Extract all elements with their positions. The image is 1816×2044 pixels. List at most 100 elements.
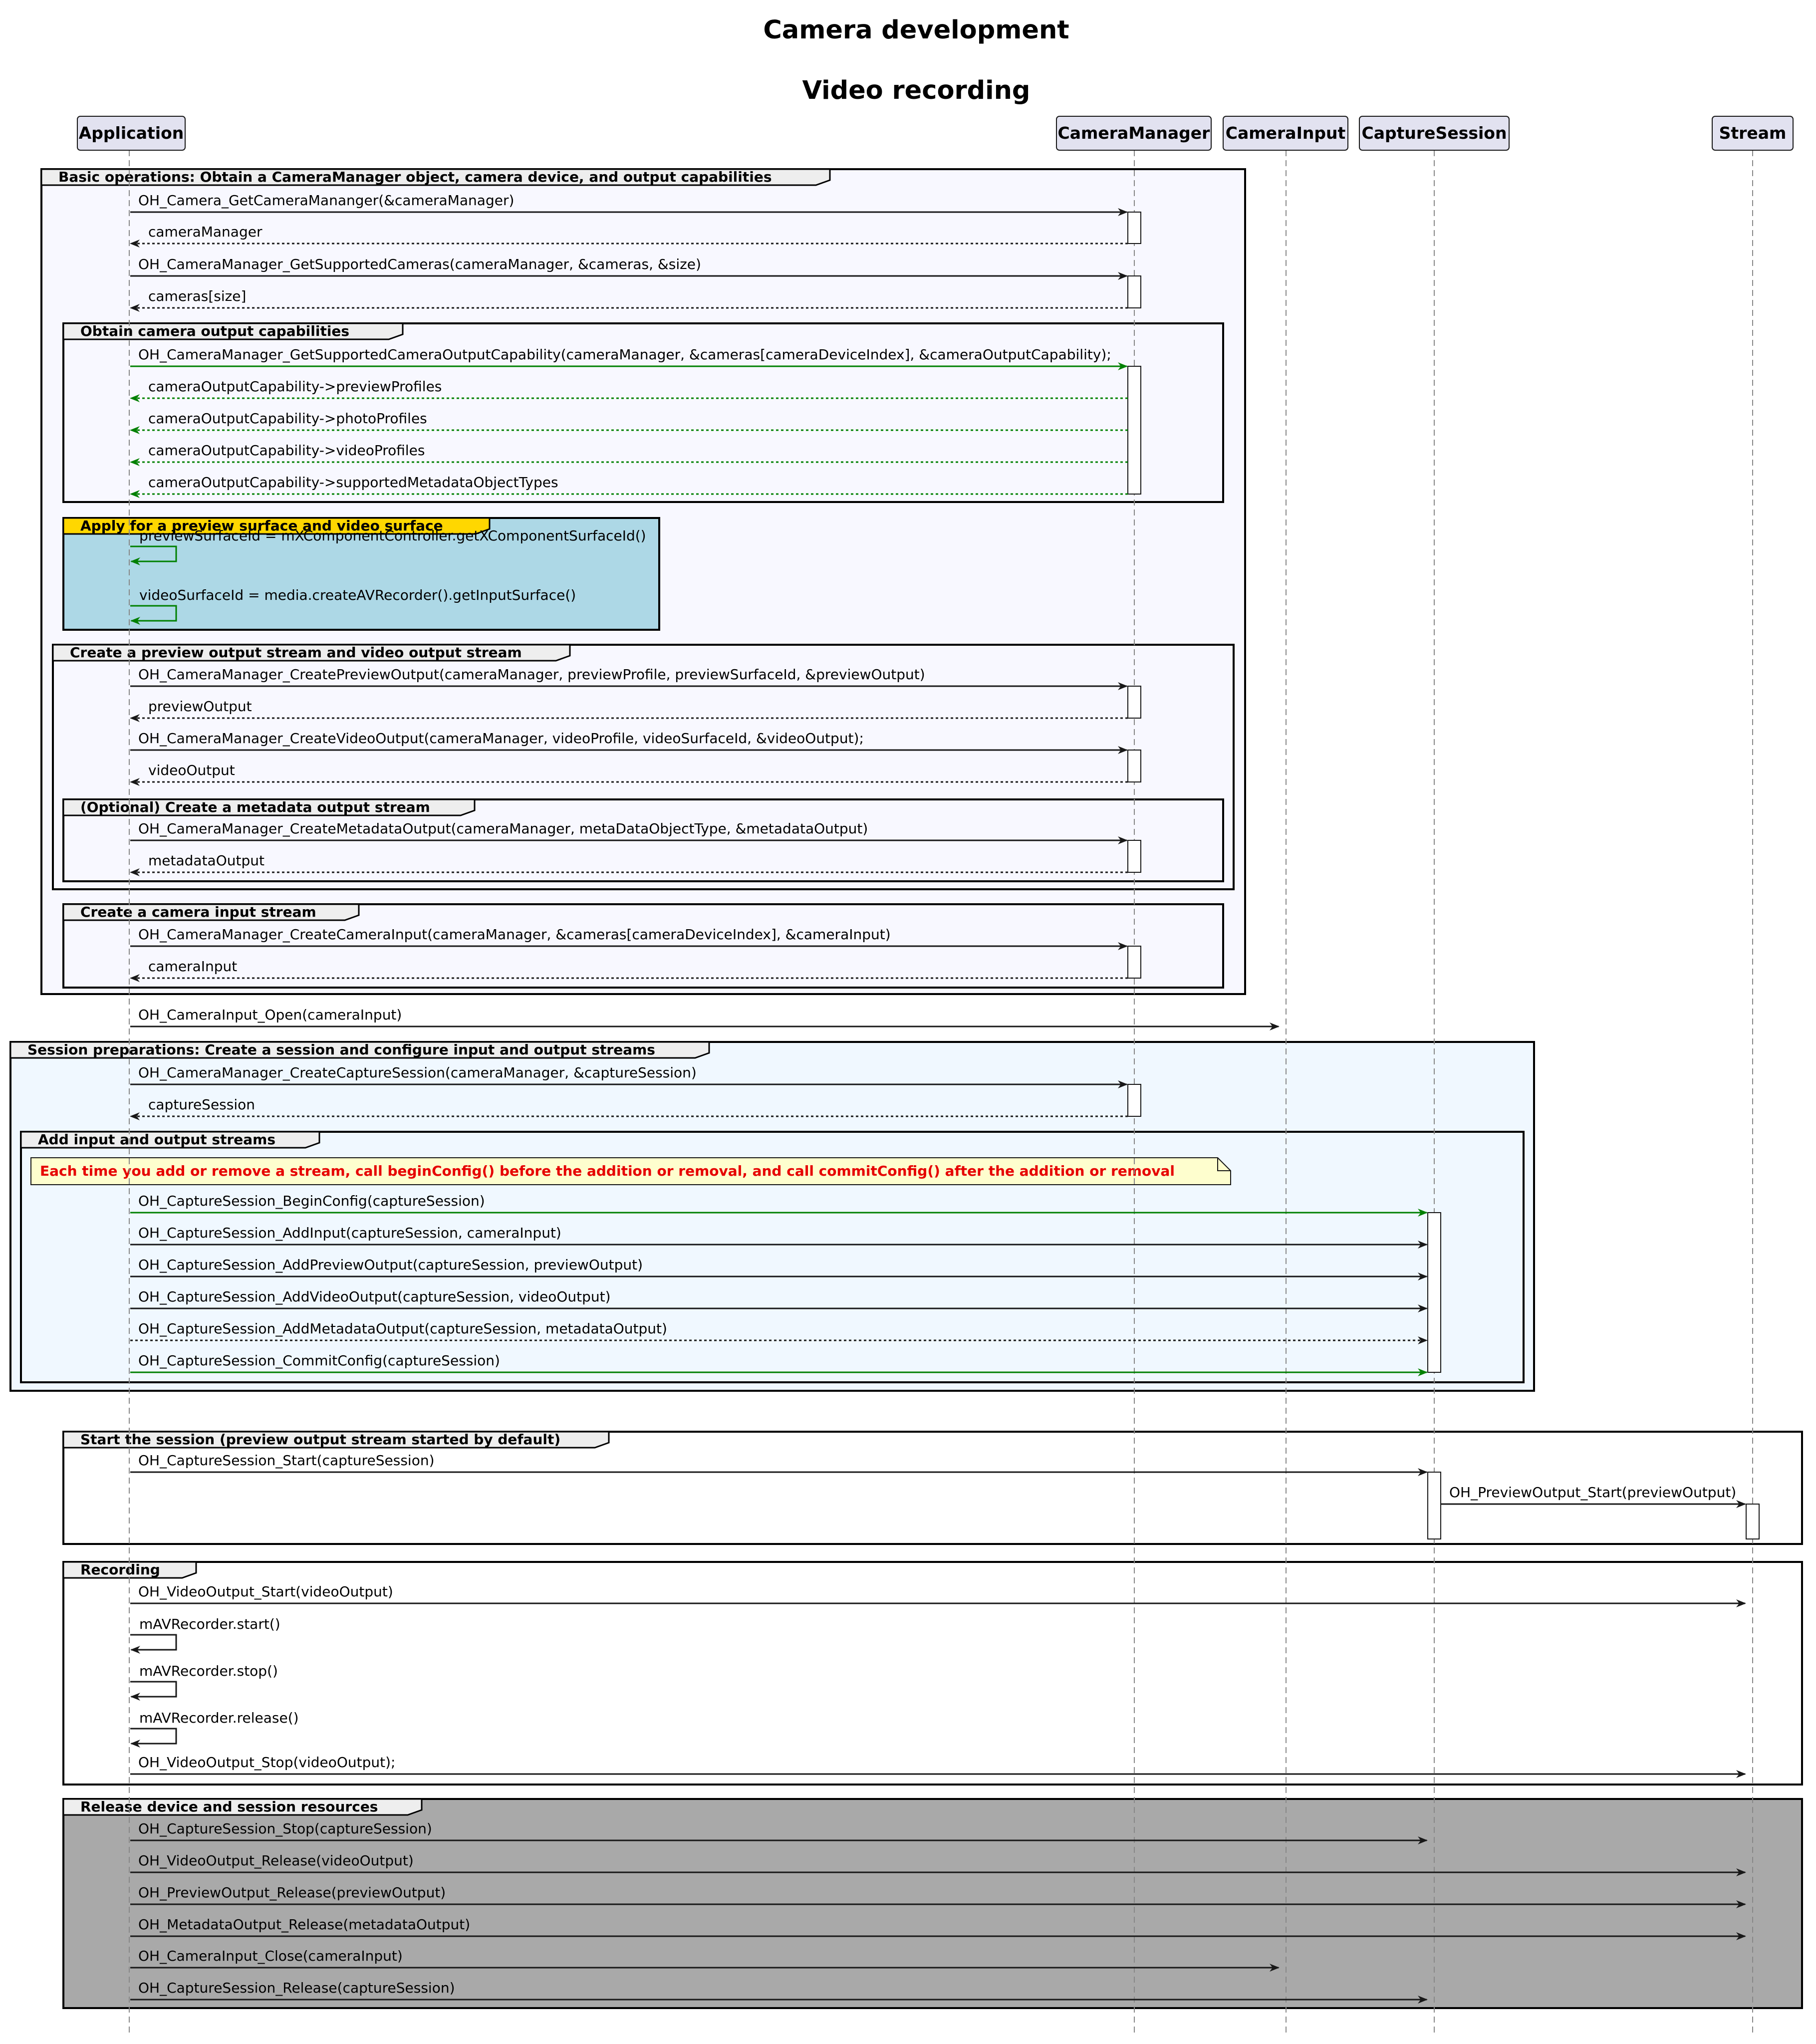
message-label: OH_CaptureSession_CommitConfig(captureSe… [138, 1352, 500, 1369]
group-frame [62, 1561, 1803, 1786]
message: OH_CaptureSession_Start(captureSession) [130, 1452, 1428, 1476]
message: cameras[size] [130, 288, 1128, 312]
activation-bar [1127, 212, 1141, 244]
message-label: OH_CaptureSession_BeginConfig(captureSes… [138, 1193, 485, 1209]
group-tab [52, 644, 571, 662]
message: OH_CameraInput_Close(cameraInput) [130, 1948, 1280, 1972]
message: OH_PreviewOutput_Release(previewOutput) [130, 1884, 1746, 1908]
message-label: cameraOutputCapability->previewProfiles [148, 378, 442, 395]
message: previewOutput [130, 698, 1128, 722]
activation-bar [1127, 750, 1141, 782]
group-label: (Optional) Create a metadata output stre… [80, 799, 430, 815]
message-label: OH_CameraManager_CreateCameraInput(camer… [138, 926, 891, 943]
participant-label: Application [79, 123, 184, 143]
group-label: Create a preview output stream and video… [70, 644, 522, 661]
message: cameraOutputCapability->previewProfiles [130, 378, 1128, 402]
diagram-title: Camera development [763, 15, 1069, 45]
message: OH_MetadataOutput_Release(metadataOutput… [130, 1916, 1746, 1940]
message-label: previewOutput [148, 698, 252, 715]
group-label: Recording [80, 1561, 160, 1578]
message-label: OH_CaptureSession_AddVideoOutput(capture… [138, 1288, 611, 1305]
message-label: OH_CaptureSession_Stop(captureSession) [138, 1820, 432, 1837]
message-label: OH_CameraManager_GetSupportedCameras(cam… [138, 256, 701, 272]
message: mAVRecorder.start() [130, 1616, 280, 1654]
self-message-arrow [130, 545, 177, 565]
message: OH_CameraManager_CreateCaptureSession(ca… [130, 1064, 1128, 1088]
message: captureSession [130, 1096, 1128, 1120]
message: OH_CaptureSession_CommitConfig(captureSe… [130, 1352, 1428, 1376]
message-label: OH_PreviewOutput_Release(previewOutput) [138, 1884, 446, 1901]
participant-cs [1359, 116, 1510, 151]
message-label: mAVRecorder.stop() [139, 1663, 278, 1679]
message-label: OH_CameraManager_CreateCaptureSession(ca… [138, 1064, 697, 1081]
message-label: previewSurfaceId = mXComponentController… [139, 527, 646, 544]
message: OH_VideoOutput_Release(videoOutput) [130, 1852, 1746, 1876]
message: OH_PreviewOutput_Start(previewOutput) [1441, 1484, 1746, 1508]
message: previewSurfaceId = mXComponentController… [130, 527, 646, 565]
participant-label: Stream [1719, 123, 1787, 143]
group-label: Apply for a preview surface and video su… [80, 517, 443, 534]
message-label: OH_VideoOutput_Release(videoOutput) [138, 1852, 414, 1869]
message-label: OH_CaptureSession_Start(captureSession) [138, 1452, 435, 1469]
note-box [30, 1157, 1231, 1185]
diagram-subtitle: Video recording [802, 76, 1031, 105]
message-label: OH_CameraInput_Open(cameraInput) [138, 1007, 402, 1023]
message-label: OH_CameraManager_GetSupportedCameraOutpu… [138, 346, 1111, 363]
activation-bar [1127, 275, 1141, 308]
group-tab [40, 168, 831, 186]
message: cameraInput [130, 958, 1128, 982]
group-tab [62, 798, 476, 816]
message: mAVRecorder.release() [130, 1710, 299, 1748]
message-label: OH_VideoOutput_Stop(videoOutput); [138, 1754, 395, 1771]
message-label: cameras[size] [148, 288, 246, 304]
message: cameraOutputCapability->videoProfiles [130, 442, 1128, 466]
message: OH_CameraManager_CreateVideoOutput(camer… [130, 730, 1128, 754]
activation-bar [1127, 1084, 1141, 1117]
message: OH_CaptureSession_AddVideoOutput(capture… [130, 1288, 1428, 1312]
participant-st [1712, 116, 1794, 151]
message: OH_CaptureSession_AddPreviewOutput(captu… [130, 1257, 1428, 1280]
message-label: OH_CameraManager_CreateMetadataOutput(ca… [138, 820, 868, 837]
message-label: videoSurfaceId = media.createAVRecorder(… [139, 587, 576, 603]
message-label: OH_MetadataOutput_Release(metadataOutput… [138, 1916, 470, 1933]
group-frame [62, 322, 1224, 503]
group-label: Basic operations: Obtain a CameraManager… [58, 169, 772, 185]
group-label: Start the session (preview output stream… [80, 1431, 560, 1448]
message: videoSurfaceId = media.createAVRecorder(… [130, 587, 576, 625]
group-frame [62, 517, 660, 631]
participant-cm [1056, 116, 1212, 151]
participant-app [77, 116, 186, 151]
activation-bar [1427, 1472, 1441, 1539]
group-label: Session preparations: Create a session a… [27, 1041, 655, 1058]
group-label: Add input and output streams [38, 1131, 275, 1148]
message: cameraOutputCapability->supportedMetadat… [130, 474, 1128, 498]
message-label: metadataOutput [148, 852, 264, 869]
message: OH_CaptureSession_AddMetadataOutput(capt… [130, 1320, 1428, 1344]
message-label: OH_CameraManager_CreatePreviewOutput(cam… [138, 666, 925, 683]
group-label: Obtain camera output capabilities [80, 323, 349, 339]
self-message-arrow [130, 1728, 177, 1748]
participant-label: CameraManager [1058, 123, 1211, 143]
message: metadataOutput [130, 852, 1128, 876]
message-label: OH_PreviewOutput_Start(previewOutput) [1449, 1484, 1736, 1501]
message: OH_CameraManager_GetSupportedCameraOutpu… [130, 346, 1128, 370]
message-label: OH_CaptureSession_Release(captureSession… [138, 1980, 455, 1996]
activation-bar [1127, 686, 1141, 719]
group-tab [62, 517, 491, 535]
activation-bar [1427, 1212, 1441, 1373]
activation-bar [1127, 946, 1141, 979]
activation-bar [1127, 366, 1141, 495]
message-label: mAVRecorder.release() [139, 1710, 299, 1726]
self-message-arrow [130, 1634, 177, 1654]
message: videoOutput [130, 762, 1128, 786]
group-frame [62, 1431, 1803, 1545]
group-label: Release device and session resources [80, 1798, 378, 1815]
message: OH_CameraManager_CreateCameraInput(camer… [130, 926, 1128, 950]
message: OH_CaptureSession_Release(captureSession… [130, 1980, 1428, 2004]
note-text: Each time you add or remove a stream, ca… [40, 1163, 1175, 1179]
message-label: cameraOutputCapability->supportedMetadat… [148, 474, 558, 491]
message: OH_CaptureSession_AddInput(captureSessio… [130, 1225, 1428, 1249]
message-label: OH_Camera_GetCameraMananger(&cameraManag… [138, 192, 514, 209]
